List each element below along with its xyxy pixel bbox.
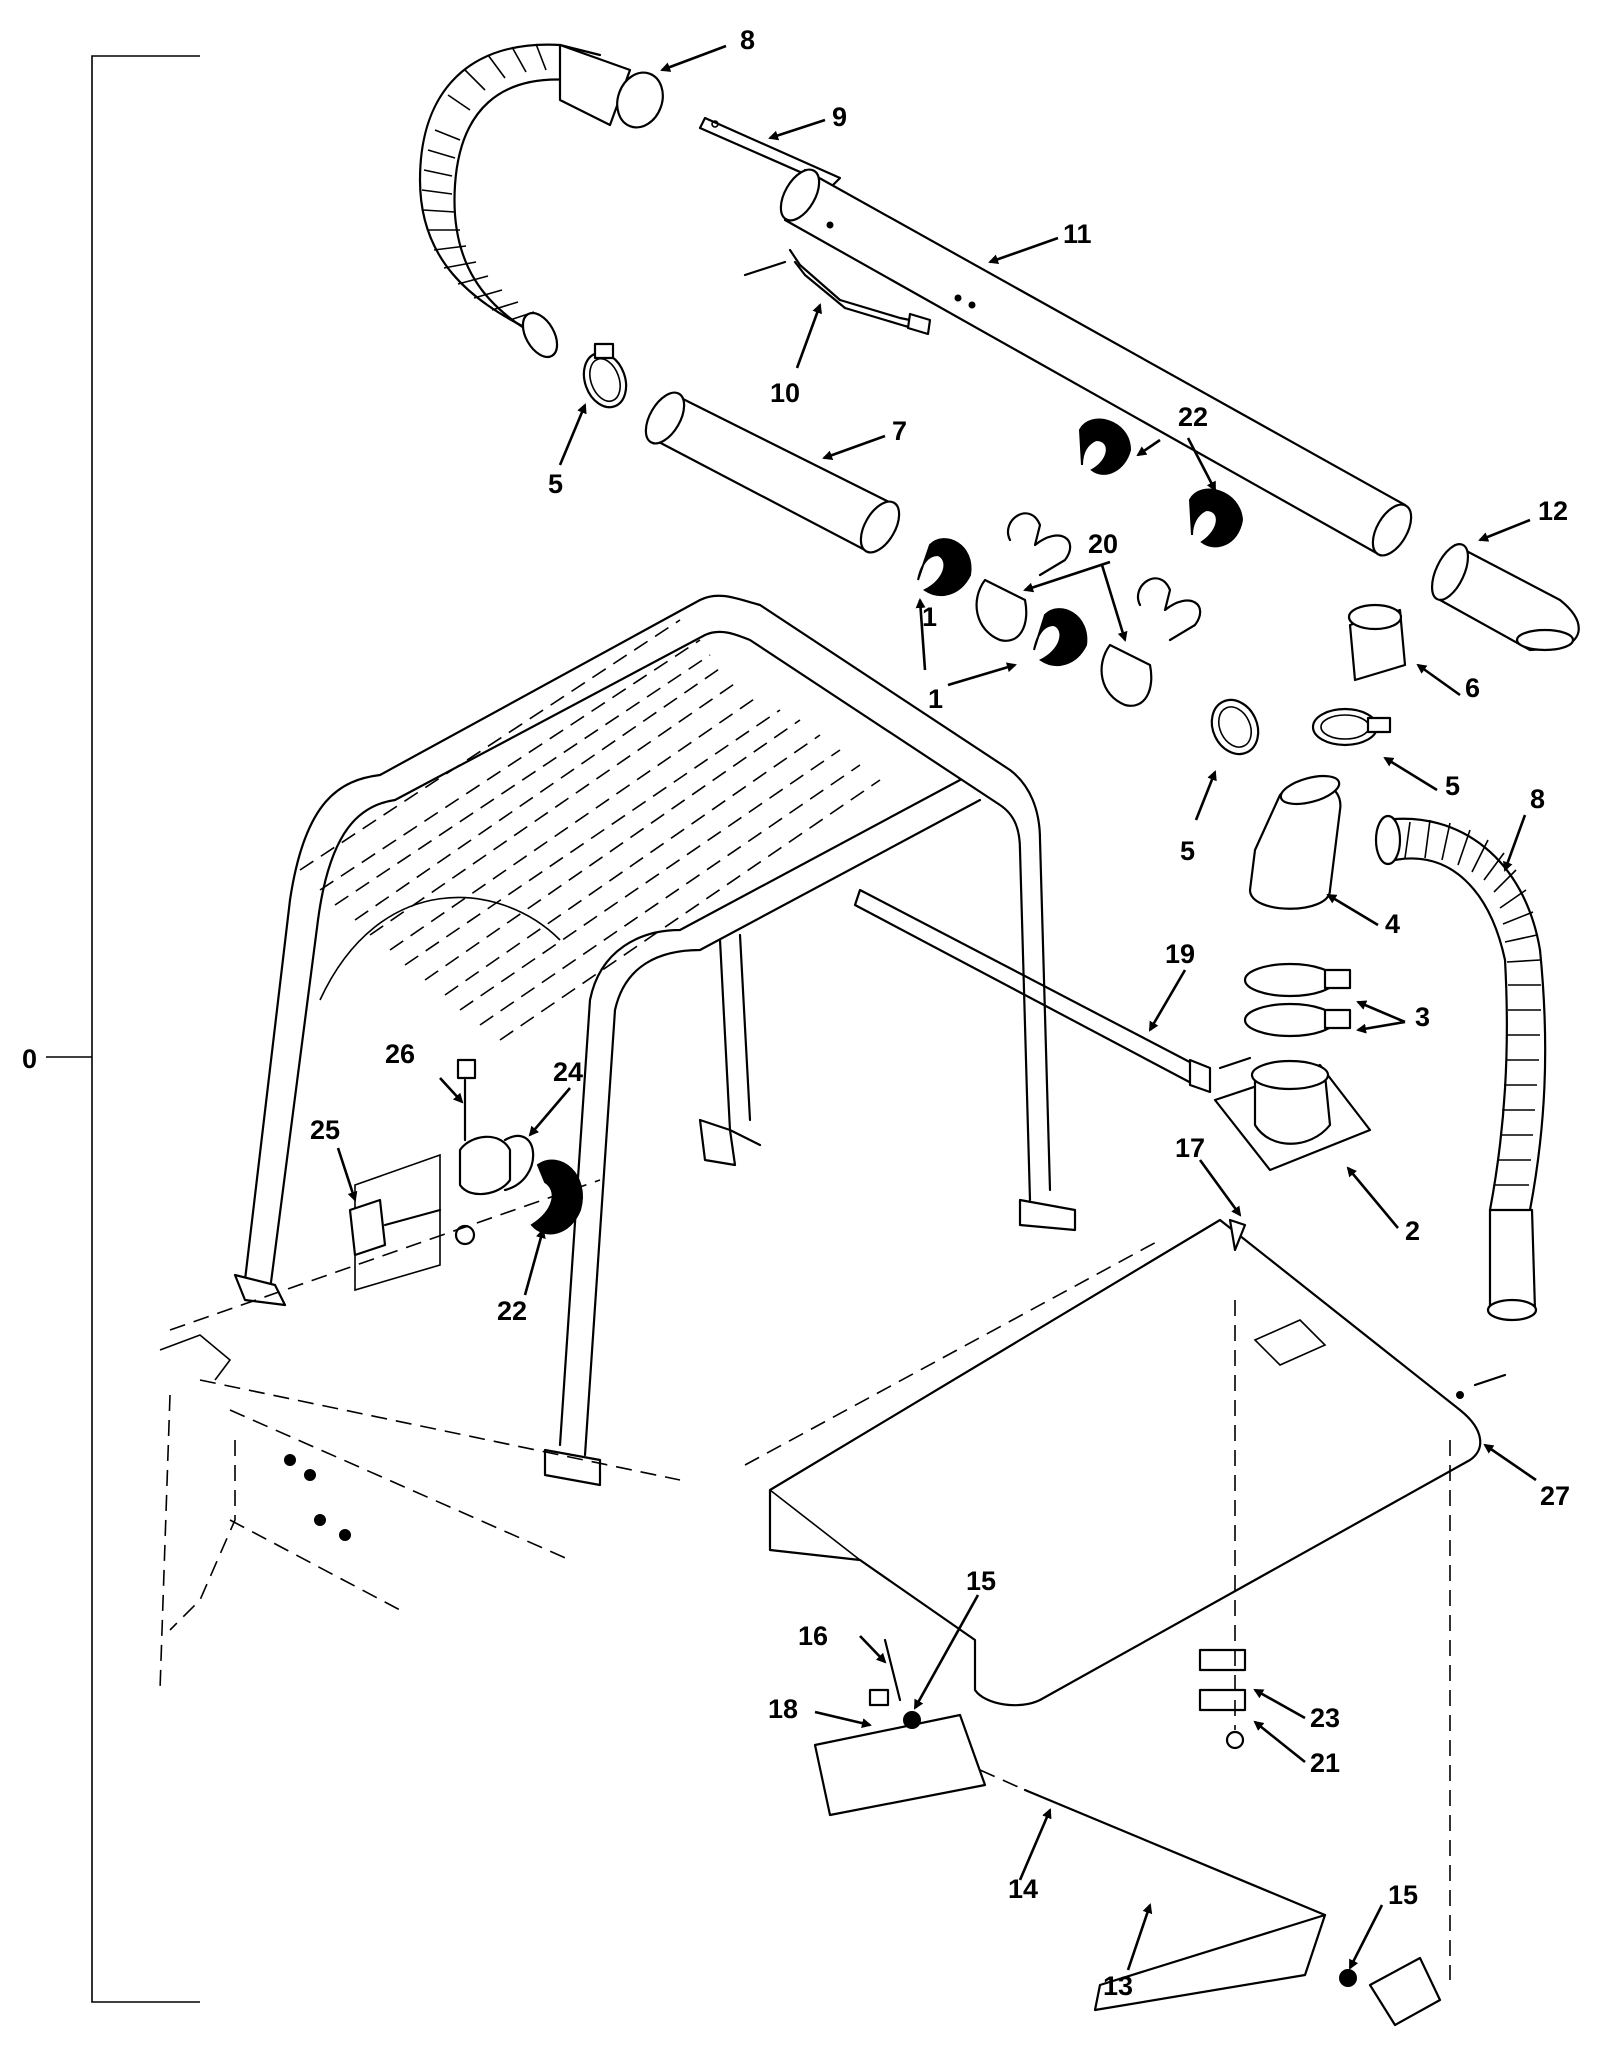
callout-label: 26 <box>385 1039 415 1069</box>
callout-label: 8 <box>740 25 755 55</box>
callout-label: 12 <box>1538 496 1568 526</box>
callout-label: 19 <box>1165 939 1195 969</box>
callout-label: 27 <box>1540 1481 1570 1511</box>
callout-label: 11 <box>1063 219 1092 249</box>
callout-label: 15 <box>1388 1880 1418 1910</box>
callout-label: 3 <box>1415 1002 1430 1032</box>
callout-label: 4 <box>1385 909 1400 939</box>
callout-label: 22 <box>497 1296 527 1326</box>
callout-label: 1 <box>922 602 937 632</box>
callout-label: 5 <box>1445 771 1460 801</box>
callout-label: 18 <box>768 1694 798 1724</box>
callout-label: 0 <box>22 1044 37 1074</box>
callout-label: 16 <box>798 1621 828 1651</box>
long-exhaust-tube <box>779 168 1413 557</box>
lower-panel-hardware <box>813 1218 1451 2027</box>
lower-flex-hose <box>1374 814 1547 1322</box>
callout-label: 1 <box>928 684 943 714</box>
exhaust-flange <box>1213 1059 1372 1172</box>
callout-labels: 0 1 1 2 3 4 5 5 5 5 6 7 8 8 9 10 11 12 1… <box>22 25 1570 2001</box>
callout-label: 23 <box>1310 1703 1340 1733</box>
leader-arrows <box>336 44 1537 1971</box>
band-clamps <box>1243 962 1352 1038</box>
callout-label: 20 <box>1088 529 1118 559</box>
callout-label: 8 <box>1530 784 1545 814</box>
upper-flex-hose <box>418 43 664 359</box>
callout-label: 25 <box>310 1115 340 1145</box>
callout-label: 17 <box>1175 1133 1205 1163</box>
callout-label: 2 <box>1405 1216 1420 1246</box>
cab-frame <box>233 594 1077 1487</box>
saddle-clamps <box>530 418 1244 1235</box>
callout-label: 13 <box>1103 1971 1133 2001</box>
callout-label: 9 <box>832 102 847 132</box>
callout-label: 7 <box>892 416 907 446</box>
curved-hose <box>1248 774 1342 910</box>
callout-label: 6 <box>1465 673 1480 703</box>
rear-hood-panel <box>744 1218 1507 1707</box>
hose-clamp-left <box>582 342 628 409</box>
handle-bracket <box>743 248 932 336</box>
crossbar <box>853 888 1252 1094</box>
callout-label: 5 <box>1180 836 1195 866</box>
mounting-bracket-assembly <box>348 1058 535 1292</box>
assembly-bracket <box>46 55 200 2003</box>
callout-label: 21 <box>1310 1748 1340 1778</box>
callout-label: 10 <box>770 378 800 408</box>
elbow-tailpipe <box>1430 543 1580 652</box>
callout-label: 5 <box>548 469 563 499</box>
lower-left-frame <box>159 1179 681 1691</box>
tube-seven <box>644 391 901 554</box>
hose-clamps-right <box>1210 698 1392 756</box>
coupler-six <box>1347 603 1407 682</box>
callout-label: 14 <box>1008 1874 1038 1904</box>
callout-label: 15 <box>966 1566 996 1596</box>
callout-label: 24 <box>553 1057 583 1087</box>
callout-label: 22 <box>1178 402 1208 432</box>
